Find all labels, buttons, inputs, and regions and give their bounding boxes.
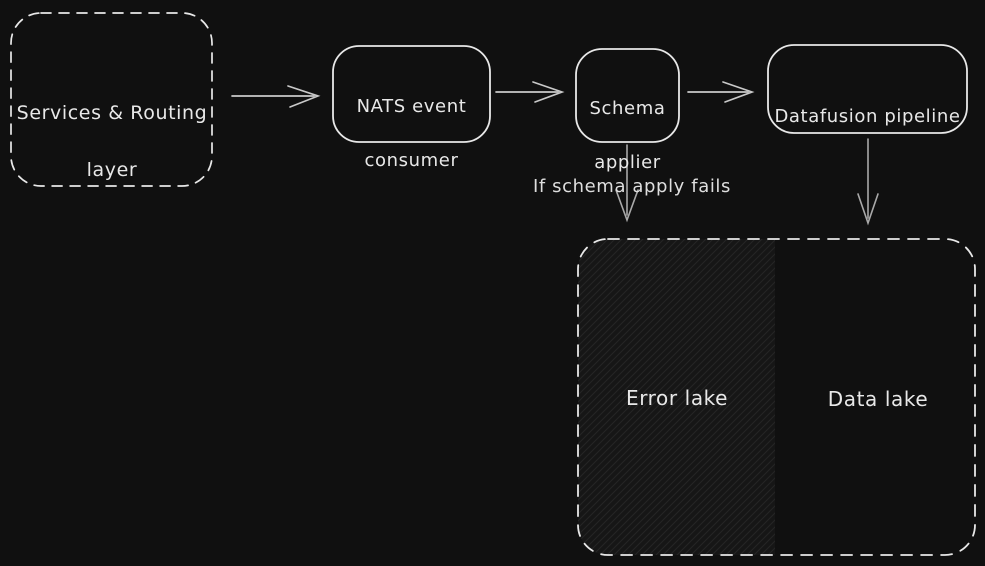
lakes-container-box bbox=[577, 238, 976, 556]
schema-label-line2: applier bbox=[594, 152, 661, 173]
datafusion-pipeline-node-label: Datafusion pipeline bbox=[770, 76, 965, 157]
arrow-datafusion-to-data-lake bbox=[857, 138, 879, 226]
schema-applier-node-box bbox=[575, 48, 680, 143]
nats-label-line1: NATS event bbox=[356, 96, 467, 117]
nats-label-line2: consumer bbox=[364, 150, 459, 171]
services-routing-label-line1: Services & Routing bbox=[16, 101, 208, 124]
schema-fail-condition-label: If schema apply fails bbox=[532, 176, 731, 197]
nats-consumer-node-box bbox=[332, 45, 491, 143]
error-lake-label: Error lake bbox=[625, 386, 729, 410]
schema-applier-node-label: Schema applier bbox=[577, 68, 678, 203]
error-lake-hatched-region bbox=[578, 239, 775, 555]
schema-label-line1: Schema bbox=[589, 98, 666, 119]
datafusion-pipeline-node-box bbox=[767, 44, 968, 134]
datafusion-label-line1: Datafusion pipeline bbox=[774, 106, 961, 127]
data-lake-label: Data lake bbox=[827, 387, 929, 411]
services-routing-label-line2: layer bbox=[86, 158, 138, 181]
arrow-nats-to-schema bbox=[495, 81, 565, 103]
nats-consumer-node-label: NATS event consumer bbox=[341, 66, 482, 201]
arrow-schema-to-datafusion bbox=[687, 81, 755, 103]
arrow-schema-to-error-lake bbox=[615, 144, 639, 223]
services-routing-node-label: Services & Routing layer bbox=[16, 70, 208, 213]
arrow-services-to-nats bbox=[231, 85, 321, 108]
services-routing-node-box bbox=[10, 12, 213, 187]
